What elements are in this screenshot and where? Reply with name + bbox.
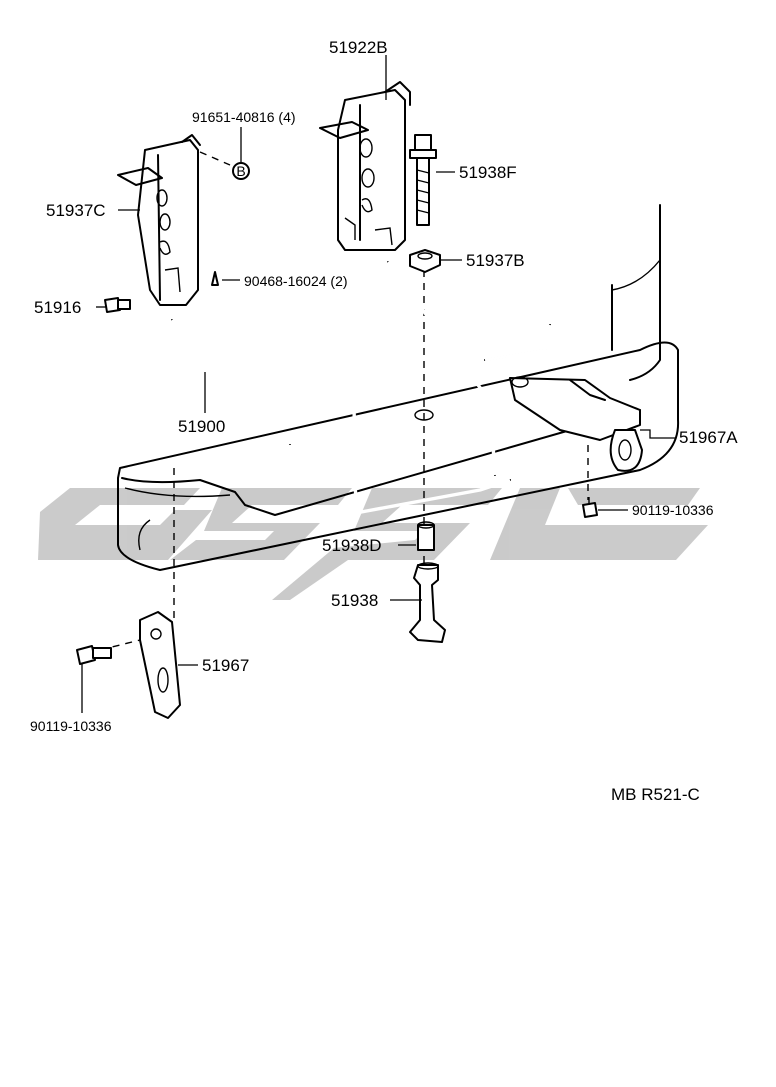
label-90119-10336-right: 90119-10336 <box>632 502 714 518</box>
label-90468-16024: 90468-16024 (2) <box>244 273 348 289</box>
bolt-51916 <box>104 297 131 313</box>
label-51938F: 51938F <box>459 163 517 182</box>
label-51922B: 51922B <box>329 38 388 57</box>
label-51900: 51900 <box>178 417 225 436</box>
label-51967A: 51967A <box>679 428 738 447</box>
label-51938: 51938 <box>331 591 378 610</box>
nut-51937B <box>409 249 441 273</box>
bracket-51967A <box>509 376 643 472</box>
label-91651-40816: 91651-40816 (4) <box>192 109 296 125</box>
rod-right <box>386 261 552 476</box>
label-51938D: 51938D <box>322 536 382 555</box>
svg-text:B: B <box>236 163 245 179</box>
label-51937B: 51937B <box>466 251 525 270</box>
reference-code: MB R521-C <box>611 785 700 804</box>
bolt-51938F <box>409 134 437 226</box>
sleeve-51938D <box>417 521 435 551</box>
bracket-51922B <box>319 81 411 251</box>
label-51967: 51967 <box>202 656 249 675</box>
label-51937C: 51937C <box>46 201 106 220</box>
label-51916: 51916 <box>34 298 81 317</box>
plate-51967 <box>139 611 181 719</box>
clip-90468 <box>211 271 219 286</box>
screw-right <box>582 497 598 518</box>
part-labels: 51922B 91651-40816 (4) 51938F 51937C 519… <box>30 38 738 804</box>
bolt-left <box>76 645 112 665</box>
watermark-logo <box>38 488 708 600</box>
bracket-51937C <box>117 134 201 306</box>
leader-lines <box>81 55 676 713</box>
rod-51900 <box>170 319 511 517</box>
label-90119-10336-left: 90119-10336 <box>30 718 112 734</box>
marker-b: B <box>232 162 250 180</box>
hanger-51938 <box>409 562 446 643</box>
